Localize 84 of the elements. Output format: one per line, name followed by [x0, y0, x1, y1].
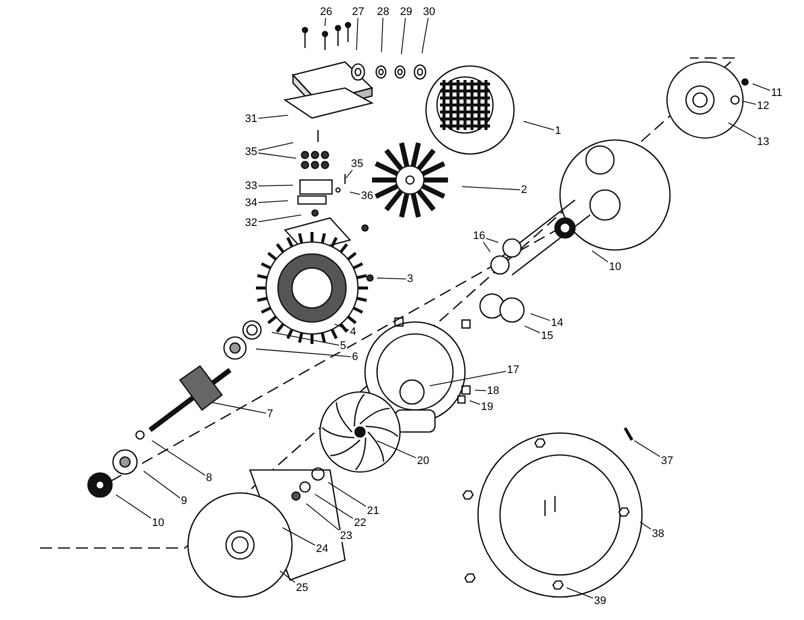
callout-number: 25 [295, 582, 310, 594]
callout-number: 6 [351, 351, 360, 363]
callout-number: 9 [180, 495, 188, 507]
callout-number: 38 [651, 528, 666, 540]
leader-line [640, 522, 652, 530]
leader-line [143, 470, 180, 498]
callout-number: 19 [480, 401, 494, 413]
leader-line [376, 440, 416, 458]
leader-line [282, 527, 316, 546]
leader-line [462, 186, 520, 190]
callout-number: 35 [350, 158, 364, 170]
leader-line [592, 250, 608, 262]
callout-number: 34 [244, 197, 258, 209]
callout-number: 37 [660, 455, 674, 467]
callout-number: 10 [608, 261, 622, 273]
leader-line [376, 278, 406, 280]
leader-line [728, 122, 756, 139]
callout-number: 39 [593, 595, 608, 607]
leader-line [524, 326, 540, 334]
leader-line [356, 18, 358, 50]
callout-number: 24 [315, 543, 330, 555]
leader-line [530, 313, 550, 321]
callout-number: 28 [376, 6, 390, 18]
callout-number: 23 [339, 530, 354, 542]
leader-line [486, 238, 499, 243]
leader-line [482, 242, 491, 252]
callout-number: 32 [244, 217, 258, 229]
callout-number: 22 [353, 517, 368, 529]
callout-number: 31 [244, 113, 258, 125]
callout-number: 17 [506, 364, 520, 376]
leader-line [258, 152, 297, 159]
callout-number: 26 [319, 6, 334, 18]
callout-number: 36 [360, 190, 374, 202]
callout-number: 13 [756, 136, 770, 148]
callout-number: 11 [770, 87, 784, 99]
callout-number: 1 [554, 125, 562, 137]
leader-line [306, 503, 340, 531]
leader-line [523, 120, 554, 130]
leader-line [634, 440, 660, 458]
leader-line [752, 83, 770, 91]
callout-number: 33 [244, 180, 258, 192]
callout-number: 27 [351, 6, 366, 18]
callout-number: 3 [406, 273, 414, 285]
callout-number: 20 [416, 455, 430, 467]
leader-line [429, 370, 506, 386]
callout-number: 21 [366, 505, 380, 517]
leader-line [422, 18, 429, 54]
leader-line [566, 587, 594, 599]
leader-line [258, 200, 288, 204]
leader-line [474, 390, 486, 392]
leader-line [349, 192, 360, 195]
leader-line [258, 114, 289, 119]
leader-line [381, 18, 384, 52]
callout-number: 5 [339, 340, 348, 352]
leader-line [211, 402, 266, 414]
leader-line [116, 494, 152, 519]
callout-number: 8 [205, 472, 214, 484]
leader-line [271, 332, 340, 346]
callout-number: 7 [266, 408, 274, 420]
callout-number: 35 [244, 146, 258, 158]
leader-line [152, 440, 206, 476]
callout-number: 2 [520, 184, 528, 196]
callout-number: 18 [486, 385, 500, 397]
callout-number: 14 [550, 317, 564, 329]
leader-line [346, 170, 353, 178]
callout-number: 29 [399, 6, 414, 18]
callout-number: 16 [472, 230, 486, 242]
leader-line [314, 494, 354, 519]
leader-line [469, 400, 480, 405]
callout-number: 12 [756, 100, 770, 112]
leader-line [258, 214, 302, 222]
leader-line [328, 482, 366, 507]
callout-number: 10 [151, 517, 166, 529]
leader-line [742, 100, 756, 105]
leader-line [258, 184, 294, 186]
leader-line [400, 18, 406, 55]
callout-number: 15 [540, 330, 554, 342]
callout-number: 4 [349, 326, 358, 338]
leader-line [334, 324, 350, 331]
leader-line [256, 348, 352, 358]
leader-line [324, 18, 326, 26]
callout-number: 30 [422, 6, 436, 18]
leader-line [280, 570, 296, 583]
leader-line [258, 142, 294, 151]
